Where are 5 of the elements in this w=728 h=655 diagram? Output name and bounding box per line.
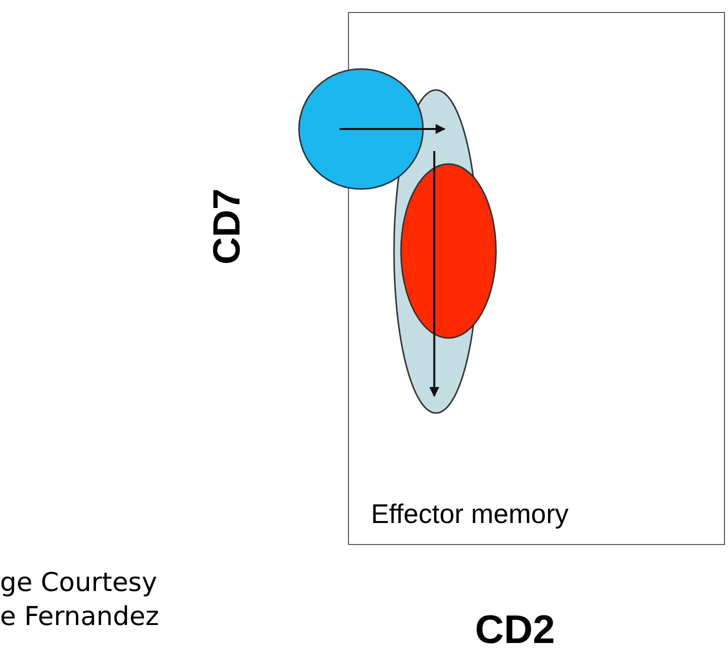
axis-label: CD7 [206, 188, 250, 265]
credit-note: ge Courtesy e Fernandez [0, 567, 160, 634]
arrow [340, 124, 446, 134]
population-label: Effector memory [371, 499, 569, 530]
axis-label: CD2 [475, 608, 556, 653]
